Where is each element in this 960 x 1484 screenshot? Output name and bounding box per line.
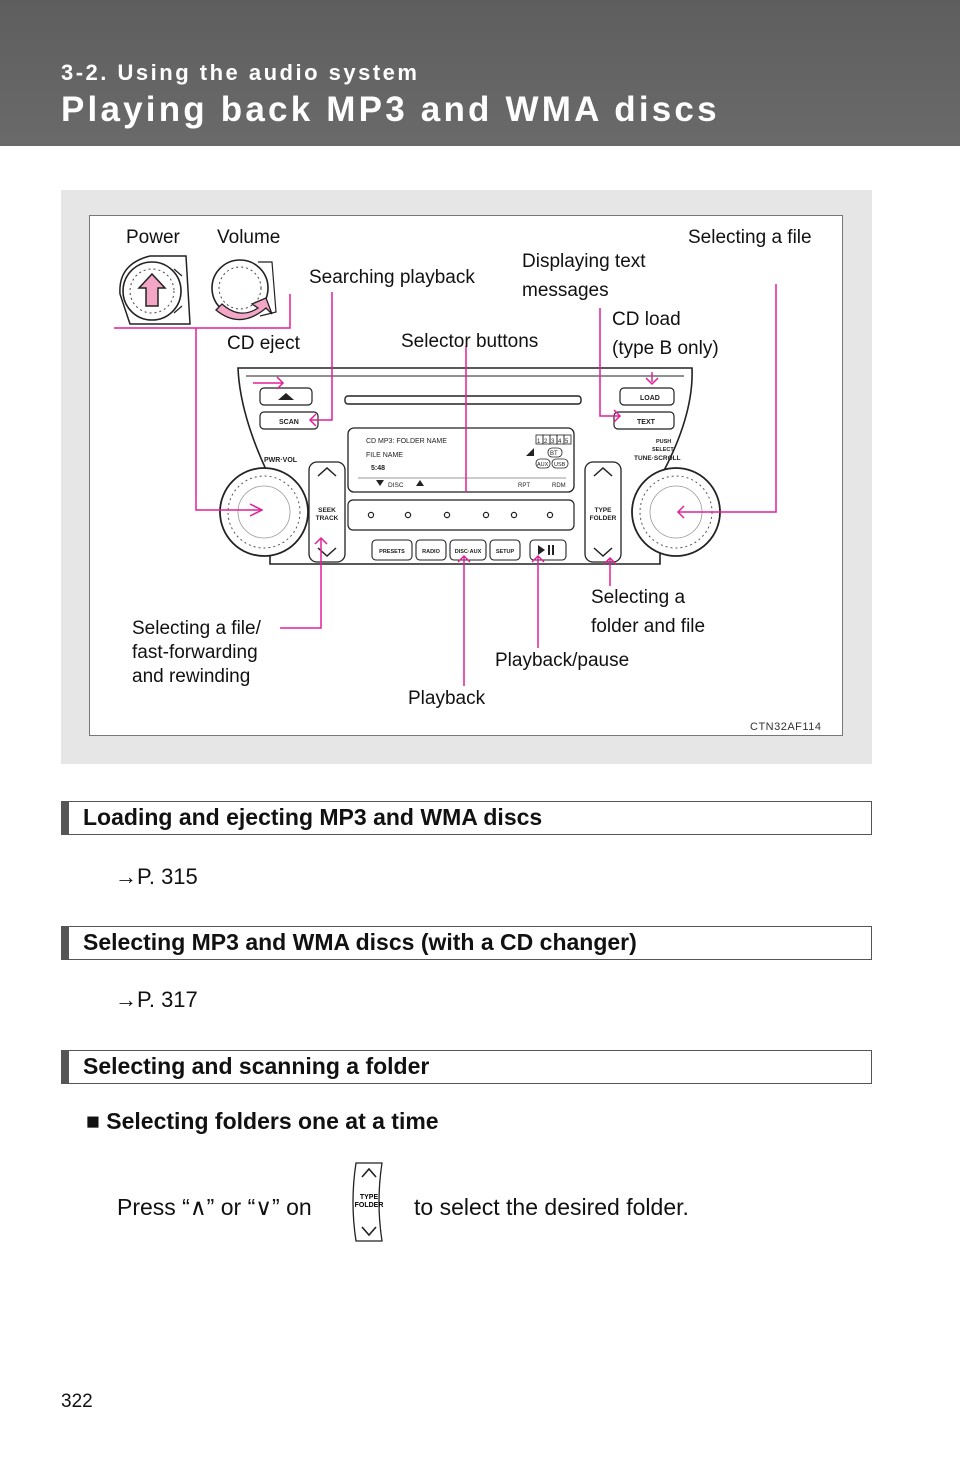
type-folder-button-icon: TYPE FOLDER xyxy=(352,1162,384,1242)
instruction-before: Press “∧” or “∨” on xyxy=(117,1194,312,1220)
presets-text: PRESETS xyxy=(379,549,405,555)
icon-type-text: TYPE xyxy=(360,1194,379,1201)
track-text: TRACK xyxy=(316,515,339,522)
display-line2: FILE NAME xyxy=(366,452,403,459)
section-label: 3-2. Using the audio system xyxy=(61,60,420,85)
disc-number-5: 5 xyxy=(565,439,569,445)
text-button-text: TEXT xyxy=(637,419,656,426)
callout-lines xyxy=(195,284,777,686)
tune-scroll-text: TUNE·SCROLL xyxy=(634,455,681,462)
audio-unit-figure: PWR·VOL SCAN LOAD TEXT PUSH SELECT TUNE·… xyxy=(89,215,843,736)
load-text: LOAD xyxy=(640,395,660,402)
scan-text: SCAN xyxy=(279,419,299,426)
disc-aux-text: DISC·AUX xyxy=(455,549,482,555)
figure-code: CTN32AF114 xyxy=(750,721,822,733)
display-aux: AUX xyxy=(537,462,549,468)
label-selector-buttons: Selector buttons xyxy=(401,331,539,352)
audio-unit-illustration: PWR·VOL SCAN LOAD TEXT PUSH SELECT TUNE·… xyxy=(114,255,777,686)
push-text: PUSH xyxy=(656,439,671,445)
power-knob-icon xyxy=(119,255,191,325)
label-cd-load-2: (type B only) xyxy=(612,338,719,359)
selector-button-dots xyxy=(367,511,554,519)
display-line1: CD MP3: FOLDER NAME xyxy=(366,438,447,445)
page-ref-315[interactable]: →P. 315 xyxy=(115,864,198,889)
label-selecting-folder-1: Selecting a xyxy=(591,587,686,608)
label-selecting-file-ff-3: and rewinding xyxy=(132,666,251,687)
setup-text: SETUP xyxy=(496,549,515,555)
page-header: 3-2. Using the audio system Playing back… xyxy=(0,0,960,146)
label-displaying-text-1: Displaying text xyxy=(522,251,646,272)
display-rdm: RDM xyxy=(552,483,566,489)
callout-arrowheads xyxy=(249,376,685,565)
label-playback-pause: Playback/pause xyxy=(495,650,630,671)
display-time: 5:48 xyxy=(371,465,385,472)
label-volume: Volume xyxy=(217,227,281,248)
label-cd-eject: CD eject xyxy=(227,333,300,354)
page-ref-317[interactable]: →P. 317 xyxy=(115,987,198,1012)
section-title-changer: Selecting MP3 and WMA discs (with a CD c… xyxy=(83,929,637,955)
page-title: Playing back MP3 and WMA discs xyxy=(61,90,720,129)
display-rpt: RPT xyxy=(518,483,530,489)
label-selecting-file-ff-1: Selecting a file/ xyxy=(132,618,261,639)
radio-text: RADIO xyxy=(422,549,440,555)
section-title-folder: Selecting and scanning a folder xyxy=(83,1053,430,1079)
volume-knob-icon xyxy=(211,259,277,321)
label-searching-playback: Searching playback xyxy=(309,267,475,288)
disc-number-3: 3 xyxy=(551,439,555,445)
head-unit xyxy=(219,367,721,565)
pwr-vol-text: PWR·VOL xyxy=(264,457,298,464)
display-usb: USB xyxy=(554,462,566,468)
display-disc: DISC xyxy=(388,482,404,489)
label-selecting-file-top: Selecting a file xyxy=(688,227,812,248)
section-bar-changer: Selecting MP3 and WMA discs (with a CD c… xyxy=(61,926,872,960)
label-selecting-file-ff-2: fast-forwarding xyxy=(132,642,258,663)
section-bar-loading: Loading and ejecting MP3 and WMA discs xyxy=(61,801,872,835)
label-cd-load-1: CD load xyxy=(612,309,681,330)
section-title-loading: Loading and ejecting MP3 and WMA discs xyxy=(83,804,543,830)
label-playback: Playback xyxy=(408,688,486,709)
label-displaying-text-2: messages xyxy=(522,280,609,301)
icon-folder-text: FOLDER xyxy=(355,1202,384,1209)
select-text: SELECT xyxy=(652,447,674,453)
page-number: 322 xyxy=(61,1391,93,1412)
instruction-after: to select the desired folder. xyxy=(414,1194,689,1220)
display-disc-number-boxes xyxy=(535,434,572,445)
disc-number-1: 1 xyxy=(537,439,541,445)
folder-text: FOLDER xyxy=(590,515,617,522)
label-power: Power xyxy=(126,227,180,248)
label-selecting-folder-2: folder and file xyxy=(591,616,706,637)
seek-text: SEEK xyxy=(318,507,336,514)
subheading: ■ Selecting folders one at a time xyxy=(86,1108,439,1134)
disc-number-4: 4 xyxy=(558,439,562,445)
type-text: TYPE xyxy=(595,507,613,514)
disc-number-2: 2 xyxy=(544,439,548,445)
display-bt: BT xyxy=(550,451,558,457)
section-bar-folder: Selecting and scanning a folder xyxy=(61,1050,872,1084)
